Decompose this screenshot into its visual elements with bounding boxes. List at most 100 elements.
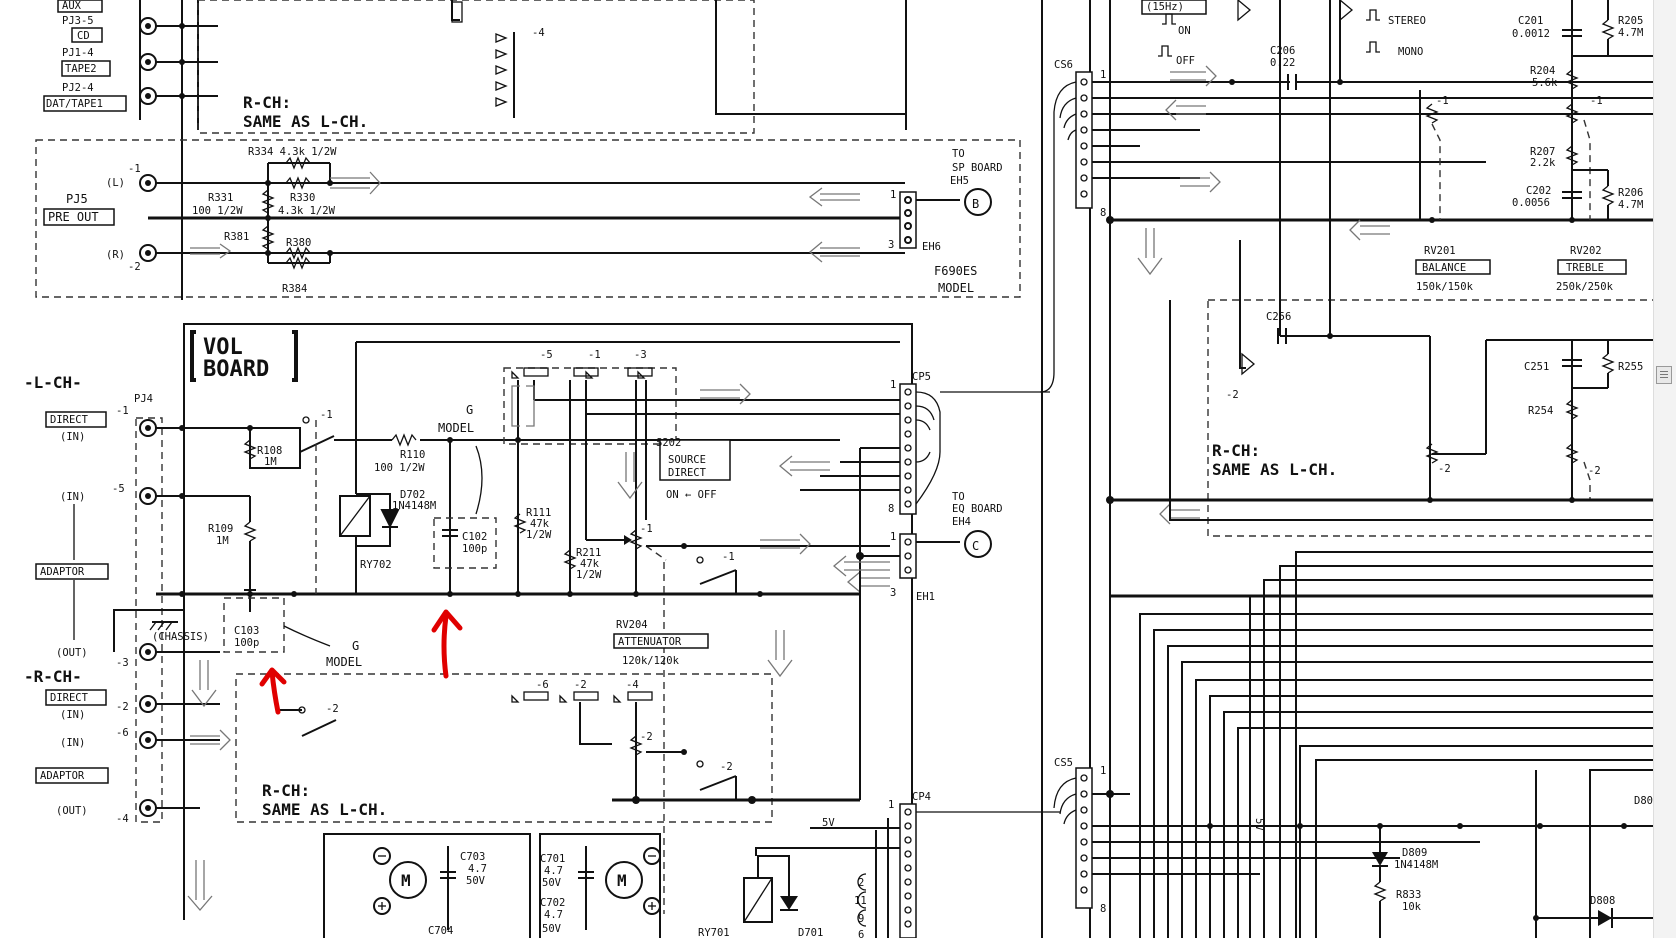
svg-text:STEREO: STEREO: [1388, 15, 1426, 27]
svg-text:B: B: [972, 197, 979, 211]
svg-text:9: 9: [858, 913, 864, 925]
svg-text:100 1/2W: 100 1/2W: [374, 462, 425, 474]
svg-text:R109: R109: [208, 523, 233, 535]
svg-text:(IN): (IN): [60, 431, 85, 443]
svg-text:5.6k: 5.6k: [1532, 77, 1558, 89]
svg-text:SAME AS L-CH.: SAME AS L-CH.: [243, 112, 368, 131]
svg-text:RY702: RY702: [360, 559, 392, 571]
svg-text:R384: R384: [282, 283, 307, 295]
svg-text:-6: -6: [116, 727, 129, 739]
svg-text:1: 1: [890, 189, 896, 201]
svg-text:VOL: VOL: [203, 335, 243, 360]
svg-text:TREBLE: TREBLE: [1566, 262, 1604, 274]
svg-text:R204: R204: [1530, 65, 1555, 77]
svg-text:-4: -4: [626, 679, 639, 691]
svg-text:4.7M: 4.7M: [1618, 27, 1643, 39]
svg-text:-4: -4: [532, 27, 545, 39]
svg-text:MODEL: MODEL: [938, 281, 974, 295]
svg-text:PJ5: PJ5: [66, 192, 88, 206]
svg-text:G: G: [466, 403, 473, 417]
svg-text:C703: C703: [460, 851, 485, 863]
svg-text:(15Hz): (15Hz): [1146, 1, 1184, 13]
svg-text:RV204: RV204: [616, 619, 648, 631]
svg-text:-5: -5: [112, 483, 125, 495]
scroll-thumb[interactable]: [1656, 366, 1672, 384]
svg-text:1M: 1M: [216, 535, 229, 547]
svg-text:1/2W: 1/2W: [526, 529, 552, 541]
svg-text:(IN): (IN): [60, 491, 85, 503]
svg-text:G: G: [352, 639, 359, 653]
svg-text:DIRECT: DIRECT: [668, 467, 707, 479]
svg-text:-R-CH-: -R-CH-: [24, 667, 82, 686]
svg-text:CS6: CS6: [1054, 59, 1073, 71]
svg-text:R108: R108: [257, 445, 282, 457]
svg-text:(IN): (IN): [60, 709, 85, 721]
svg-text:R255: R255: [1618, 361, 1643, 373]
svg-text:PJ3-5: PJ3-5: [62, 15, 94, 27]
svg-text:C701: C701: [540, 853, 565, 865]
svg-text:C: C: [972, 539, 979, 553]
svg-text:-2: -2: [574, 679, 587, 691]
svg-text:SAME AS L-CH.: SAME AS L-CH.: [1212, 460, 1337, 479]
svg-text:8: 8: [888, 503, 894, 515]
svg-text:F690ES: F690ES: [934, 264, 977, 278]
svg-text:ATTENUATOR: ATTENUATOR: [618, 636, 682, 648]
svg-text:-2: -2: [326, 703, 339, 715]
svg-text:R-CH:: R-CH:: [262, 781, 310, 800]
svg-text:-2: -2: [1588, 465, 1601, 477]
svg-text:1: 1: [1100, 765, 1106, 777]
svg-text:(L): (L): [106, 177, 125, 189]
svg-text:(OUT): (OUT): [56, 647, 88, 659]
svg-text:3: 3: [890, 587, 896, 599]
svg-text:-1: -1: [116, 405, 129, 417]
svg-text:C704: C704: [428, 925, 453, 937]
svg-text:-2: -2: [640, 731, 653, 743]
svg-text:SOURCE: SOURCE: [668, 454, 706, 466]
svg-text:D808: D808: [1590, 895, 1615, 907]
svg-text:PJ2-4: PJ2-4: [62, 82, 94, 94]
svg-text:5V: 5V: [1253, 818, 1265, 831]
svg-text:R110: R110: [400, 449, 425, 461]
svg-text:M: M: [401, 871, 411, 890]
svg-text:-2: -2: [128, 261, 141, 273]
svg-text:DIRECT: DIRECT: [50, 414, 89, 426]
svg-text:47k: 47k: [580, 558, 600, 570]
svg-text:SAME AS L-CH.: SAME AS L-CH.: [262, 800, 387, 819]
svg-text:R205: R205: [1618, 15, 1643, 27]
svg-text:(OUT): (OUT): [56, 805, 88, 817]
svg-text:R-CH:: R-CH:: [243, 93, 291, 112]
svg-text:-2: -2: [720, 761, 733, 773]
svg-text:ADAPTOR: ADAPTOR: [40, 566, 85, 578]
svg-text:4.3k 1/2W: 4.3k 1/2W: [278, 205, 336, 217]
svg-text:CD: CD: [77, 30, 90, 42]
svg-text:R330: R330: [290, 192, 315, 204]
svg-text:R-CH:: R-CH:: [1212, 441, 1260, 460]
svg-text:-1: -1: [588, 349, 601, 361]
svg-text:C256: C256: [1266, 311, 1291, 323]
svg-text:150k/150k: 150k/150k: [1416, 281, 1474, 293]
svg-text:-3: -3: [634, 349, 647, 361]
svg-text:50V: 50V: [542, 923, 562, 935]
svg-text:8: 8: [1100, 903, 1106, 915]
svg-text:RV202: RV202: [1570, 245, 1602, 257]
svg-text:11: 11: [854, 895, 867, 907]
svg-text:1: 1: [890, 531, 896, 543]
svg-text:C202: C202: [1526, 185, 1551, 197]
vol-board: VOL BOARD -L-CH- -R-CH- PJ4 DIRECT (IN) …: [24, 323, 1060, 938]
svg-text:-1: -1: [1436, 95, 1449, 107]
svg-text:MODEL: MODEL: [438, 421, 474, 435]
svg-text:S202: S202: [656, 437, 681, 449]
svg-text:-6: -6: [536, 679, 549, 691]
svg-text:4.7: 4.7: [468, 863, 487, 875]
svg-text:1: 1: [888, 799, 894, 811]
top-input-block: AUX PJ3-5 CD PJ1-4 TAPE2 PJ2-4 DAT/TAPE1: [43, 0, 218, 300]
svg-text:-L-CH-: -L-CH-: [24, 373, 82, 392]
svg-text:-5: -5: [540, 349, 553, 361]
svg-text:C206: C206: [1270, 45, 1295, 57]
svg-text:R254: R254: [1528, 405, 1553, 417]
svg-text:ADAPTOR: ADAPTOR: [40, 770, 85, 782]
pre-out-section: -1 (L) PJ5 PRE OUT (R) -2 R334 4.3k 1/2W…: [35, 139, 1021, 298]
vertical-scrollbar[interactable]: [1653, 0, 1676, 938]
